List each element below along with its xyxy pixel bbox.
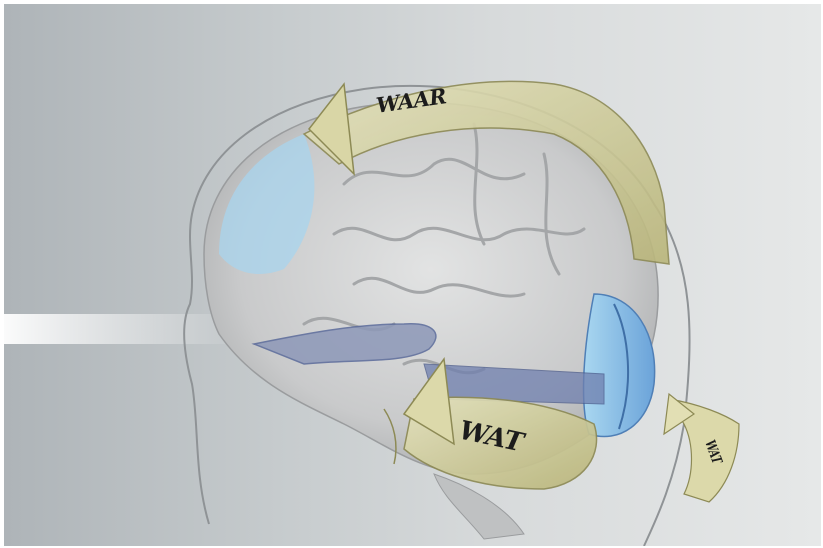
brain-illustration: WAAR WAT WAT [4,4,821,546]
light-beam [4,314,244,344]
brain-scene-graphic [4,4,821,546]
